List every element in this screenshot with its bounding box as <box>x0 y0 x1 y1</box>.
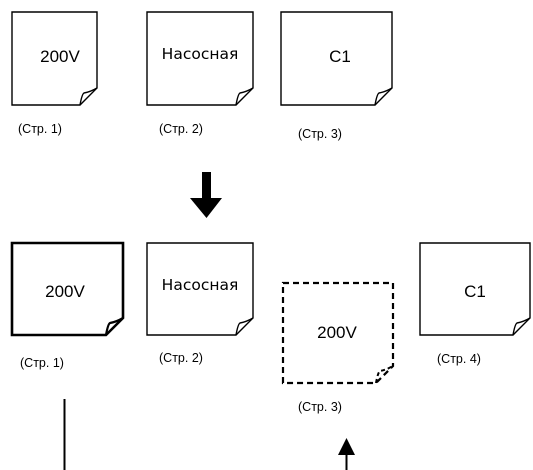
top-page-2-caption: (Стр. 2) <box>159 122 203 136</box>
bottom-page-1-caption: (Стр. 1) <box>20 356 64 370</box>
bottom-page-3-label: 200V <box>317 323 357 342</box>
bottom-page-2-caption: (Стр. 2) <box>159 351 203 365</box>
top-page-1-label: 200V <box>40 47 80 66</box>
top-page-2: Насосная (Стр. 2) <box>146 11 254 136</box>
top-page-1: 200V (Стр. 1) <box>11 11 98 136</box>
top-page-3: C1 (Стр. 3) <box>280 11 393 141</box>
down-arrow <box>190 172 222 218</box>
top-page-1-caption: (Стр. 1) <box>18 122 62 136</box>
bottom-page-1-label: 200V <box>45 282 85 301</box>
bottom-page-4-caption: (Стр. 4) <box>437 352 481 366</box>
top-page-3-label: C1 <box>329 47 351 66</box>
bottom-page-1: 200V (Стр. 1) <box>10 241 125 370</box>
up-arrow <box>338 438 355 470</box>
bottom-page-3-inserted: 200V (Стр. 3) <box>281 281 395 414</box>
bottom-page-2-label: Насосная <box>162 276 239 294</box>
bottom-page-3-caption: (Стр. 3) <box>298 400 342 414</box>
bottom-page-4-label: C1 <box>464 282 486 301</box>
bottom-page-2: Насосная (Стр. 2) <box>146 242 254 365</box>
top-page-3-caption: (Стр. 3) <box>298 127 342 141</box>
top-page-2-label: Насосная <box>162 45 239 63</box>
bottom-page-4: C1 (Стр. 4) <box>419 242 531 366</box>
